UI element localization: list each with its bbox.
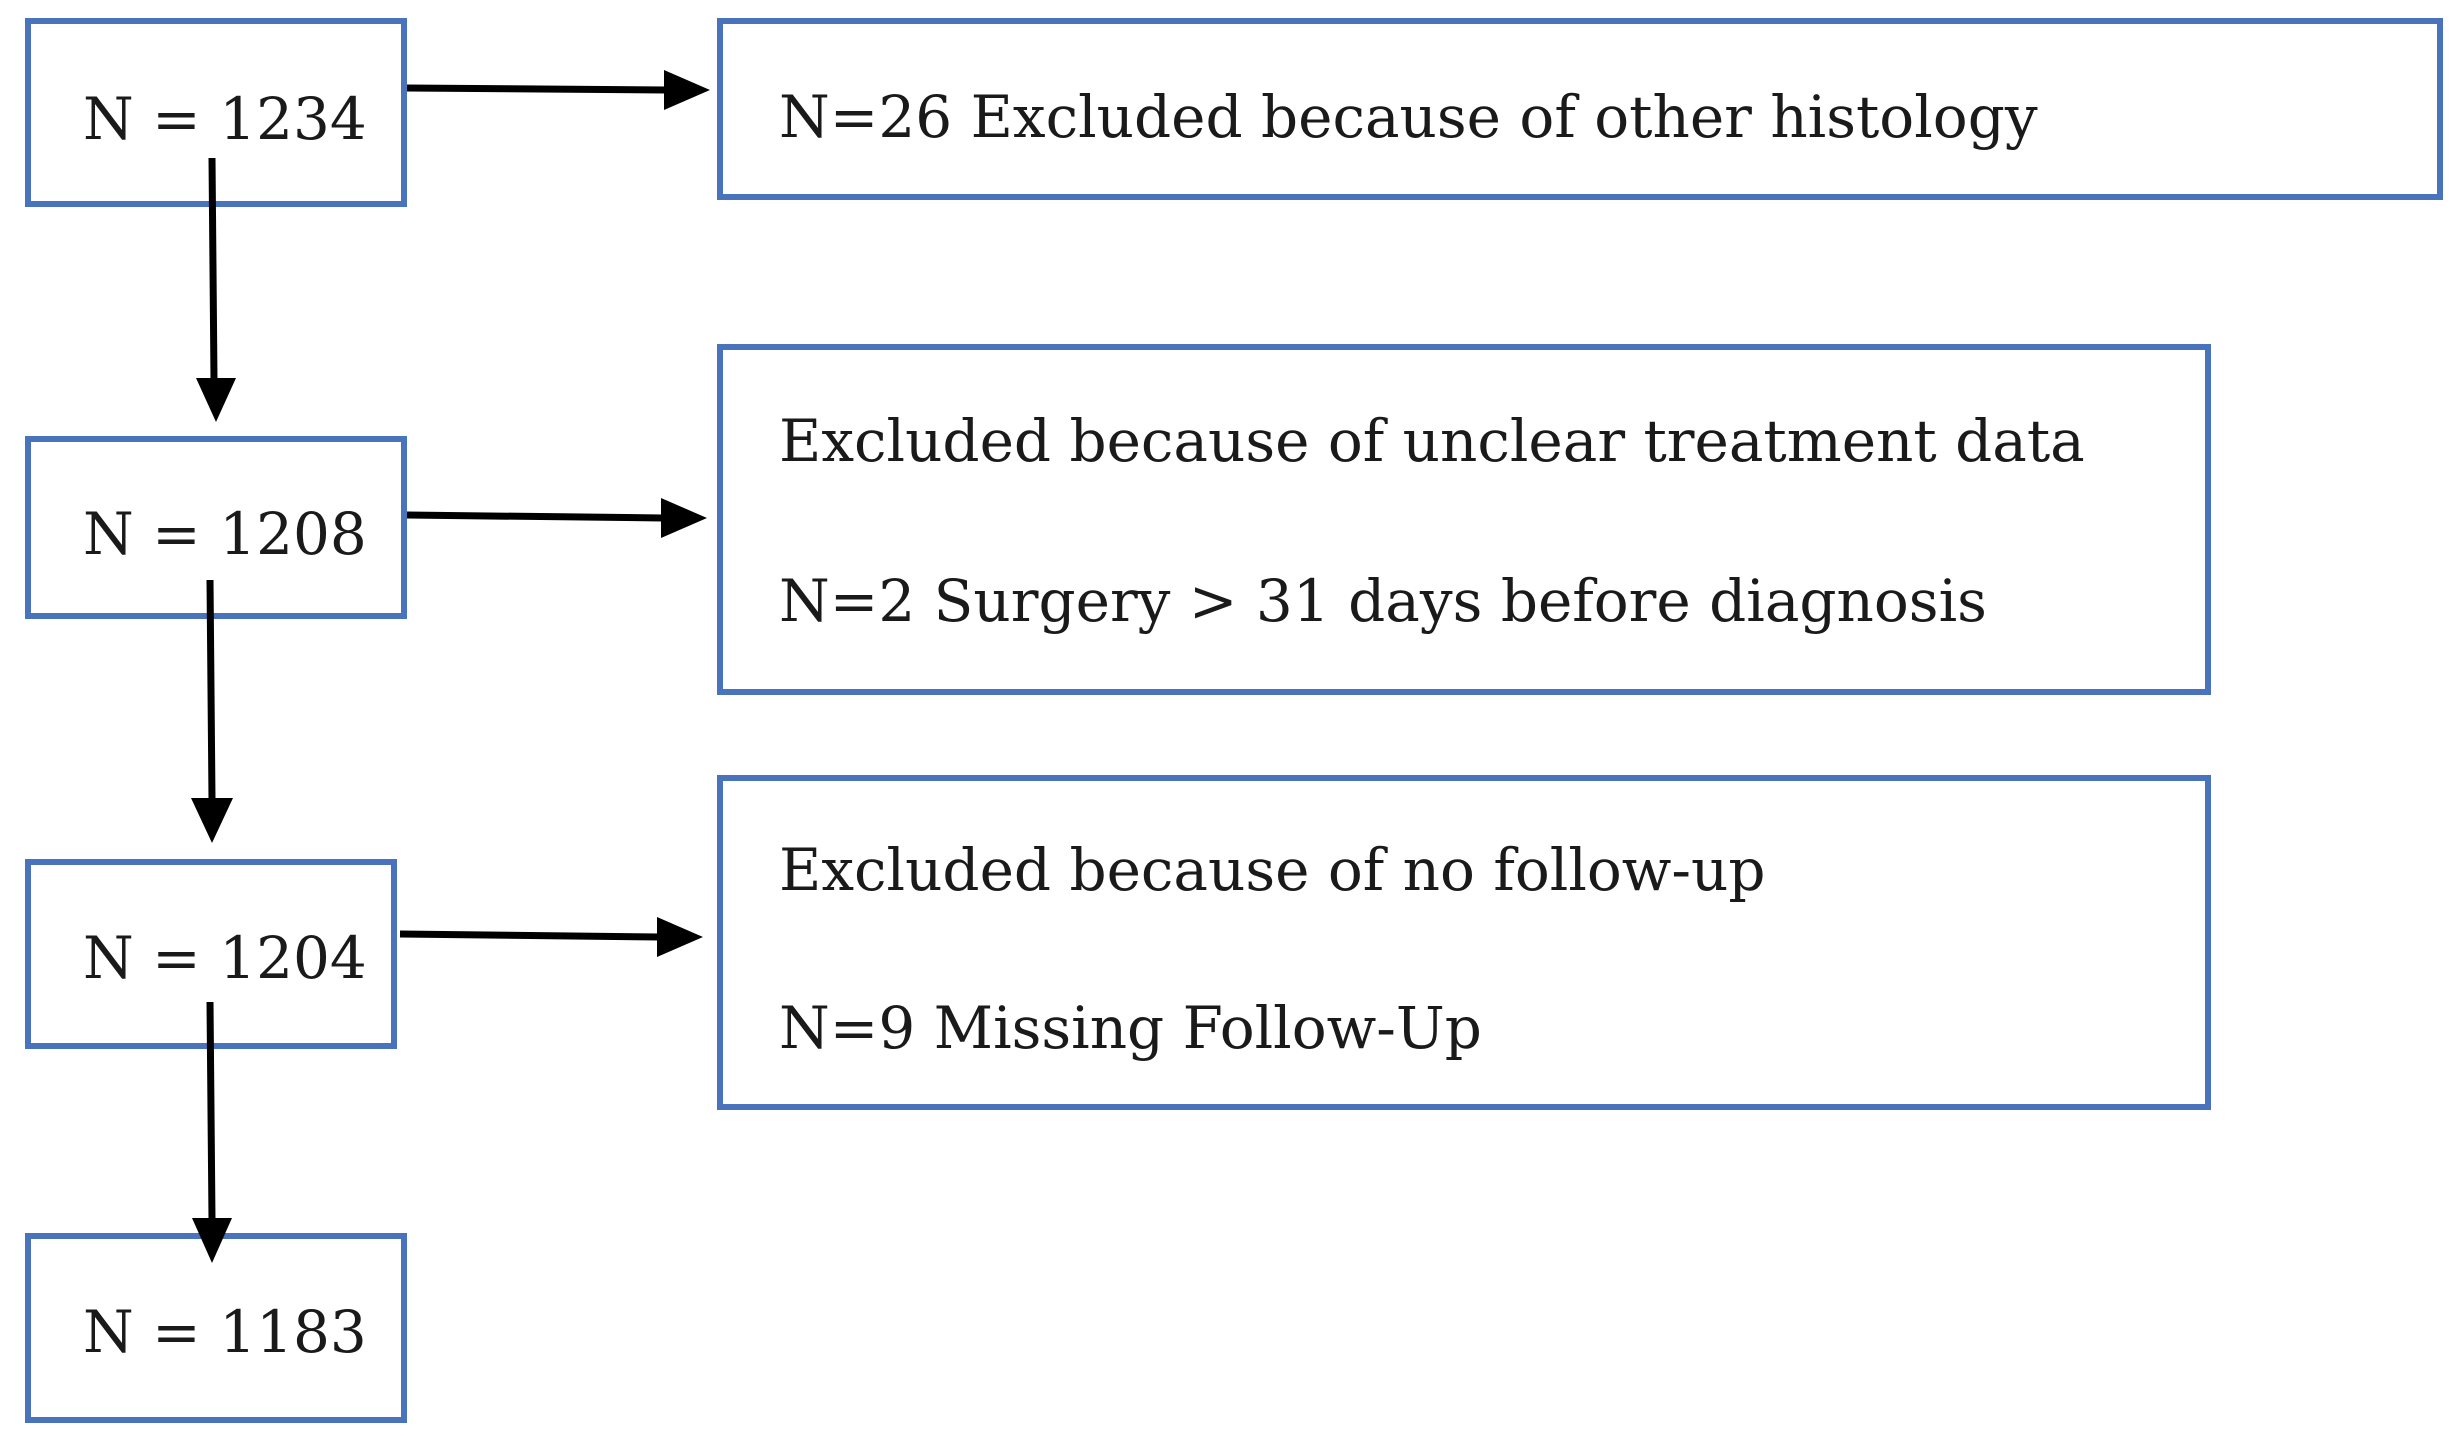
count-box-1204: N = 1204	[25, 859, 397, 1049]
arrow-down-2-head	[191, 798, 233, 843]
exclusion-heading: Excluded because of no follow-up	[779, 836, 1766, 904]
count-label: N = 1234	[83, 85, 367, 153]
exclusion-detail: N=9 Missing Follow-Up	[779, 994, 1482, 1062]
arrow-right-2	[406, 511, 664, 522]
count-label: N = 1204	[83, 924, 367, 992]
exclusion-text: N=26 Excluded because of other histology	[779, 83, 2038, 151]
arrow-right-2-head	[661, 498, 707, 538]
arrow-right-1-head	[664, 70, 710, 110]
exclusion-detail: N=2 Surgery > 31 days before diagnosis	[779, 567, 1987, 635]
count-box-1183: N = 1183	[25, 1233, 407, 1423]
arrow-right-1	[406, 84, 667, 94]
exclusion-box-histology: N=26 Excluded because of other histology	[717, 18, 2443, 200]
count-label: N = 1183	[83, 1298, 367, 1366]
exclusion-box-treatment: Excluded because of unclear treatment da…	[717, 344, 2211, 695]
exclusion-heading: Excluded because of unclear treatment da…	[779, 407, 2085, 475]
exclusion-box-follow-up: Excluded because of no follow-up N=9 Mis…	[717, 775, 2211, 1110]
count-box-1208: N = 1208	[25, 436, 407, 619]
count-label: N = 1208	[83, 500, 367, 568]
arrow-right-3-head	[657, 917, 703, 957]
count-box-1234: N = 1234	[25, 18, 407, 207]
arrow-right-3	[399, 930, 660, 941]
arrow-down-1-head	[196, 378, 236, 422]
